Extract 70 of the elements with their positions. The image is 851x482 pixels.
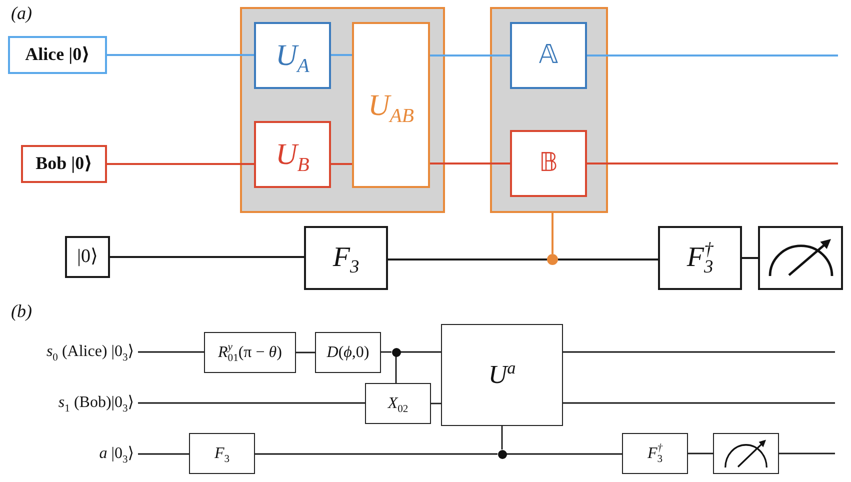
gate-box (254, 121, 331, 188)
wire (107, 54, 254, 56)
gate-label: U$^{a}$ (488, 360, 516, 390)
panel-label: (a) (11, 4, 32, 24)
qubit-label: s$_{1}$ (Bob)|0$_{3}$⟩ (58, 394, 138, 412)
gate-box (622, 433, 688, 474)
gate-box (315, 332, 381, 373)
wire (107, 163, 254, 165)
wire (587, 162, 838, 164)
gate-box (441, 324, 563, 426)
panel-label: (b) (11, 302, 32, 322)
measurement-box (758, 226, 843, 290)
control-line (501, 426, 503, 450)
gate-label: U$_{A}$ (276, 39, 310, 72)
gate-box (510, 22, 587, 89)
qubit-label: a |0$_{3}$⟩ (99, 445, 138, 463)
wire (431, 402, 441, 404)
wire (563, 402, 835, 404)
wire (138, 351, 204, 353)
gate-label: U$_{AB}$ (368, 88, 414, 122)
gate-box (352, 22, 430, 188)
qubit-input-box (8, 36, 107, 74)
gate-box (189, 433, 255, 474)
wire (587, 54, 838, 56)
gate-box (510, 130, 587, 197)
wire (506, 453, 622, 455)
gate-label: 𝔸 (538, 41, 558, 70)
control-dot (498, 450, 506, 458)
wire (296, 352, 315, 354)
wire (688, 452, 713, 454)
wire (558, 258, 658, 260)
gate-label: F$_{3}$ (332, 242, 360, 274)
wire (331, 163, 352, 165)
wire (388, 258, 547, 260)
gate-box (304, 226, 388, 290)
qubit-label: Alice |0⟩ (25, 45, 90, 65)
gate-label: R$^{y}$$_{01}$(π − θ) (218, 344, 282, 362)
control-dot (547, 254, 558, 265)
gate-label: F$_{3}$ (214, 444, 230, 462)
wire (779, 452, 835, 454)
gate-box (204, 332, 296, 373)
wire (110, 256, 304, 258)
wire (331, 54, 352, 56)
wire (400, 351, 441, 353)
wire (138, 402, 365, 404)
operation-group-box (240, 7, 445, 213)
gate-label: U$_{B}$ (276, 138, 310, 171)
wire (381, 351, 392, 353)
control-line (552, 213, 554, 254)
gate-box (658, 226, 742, 290)
wire (430, 54, 510, 56)
gate-box (365, 383, 431, 424)
wire (255, 453, 498, 455)
qubit-input-box (21, 145, 107, 183)
qubit-input-box (65, 236, 110, 278)
control-line (395, 356, 397, 383)
qubit-label: Bob |0⟩ (36, 154, 92, 174)
gate-label: X$_{02}$ (388, 394, 408, 412)
control-dot (392, 348, 400, 356)
wire (742, 257, 758, 259)
gate-box (254, 22, 331, 89)
gate-label: 𝔹 (538, 149, 558, 178)
wire (563, 351, 835, 353)
qubit-label: s$_{0}$ (Alice) |0$_{3}$⟩ (46, 343, 138, 361)
wire (430, 162, 510, 164)
gate-label: D(ϕ,0) (326, 344, 370, 362)
qubit-label: |0⟩ (77, 246, 98, 268)
operation-group-box (490, 7, 608, 213)
wire (138, 453, 189, 455)
measurement-box (713, 433, 779, 474)
